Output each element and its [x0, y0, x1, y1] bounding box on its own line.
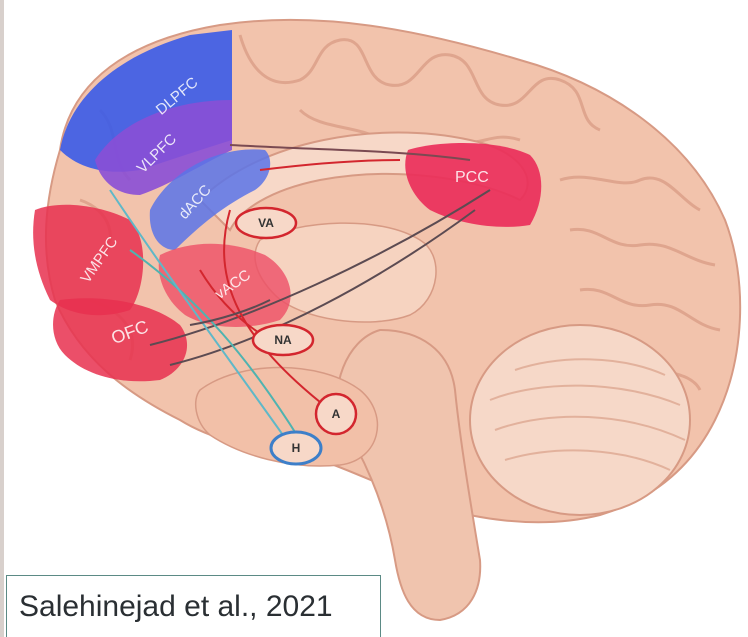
pcc-label: PCC: [455, 169, 489, 186]
na-node-label: NA: [274, 333, 292, 347]
a-node-label: A: [332, 407, 341, 421]
citation-caption: Salehinejad et al., 2021: [6, 575, 381, 637]
cerebellum: [470, 325, 690, 515]
h-node-label: H: [292, 441, 301, 455]
va-node-label: VA: [258, 216, 274, 230]
